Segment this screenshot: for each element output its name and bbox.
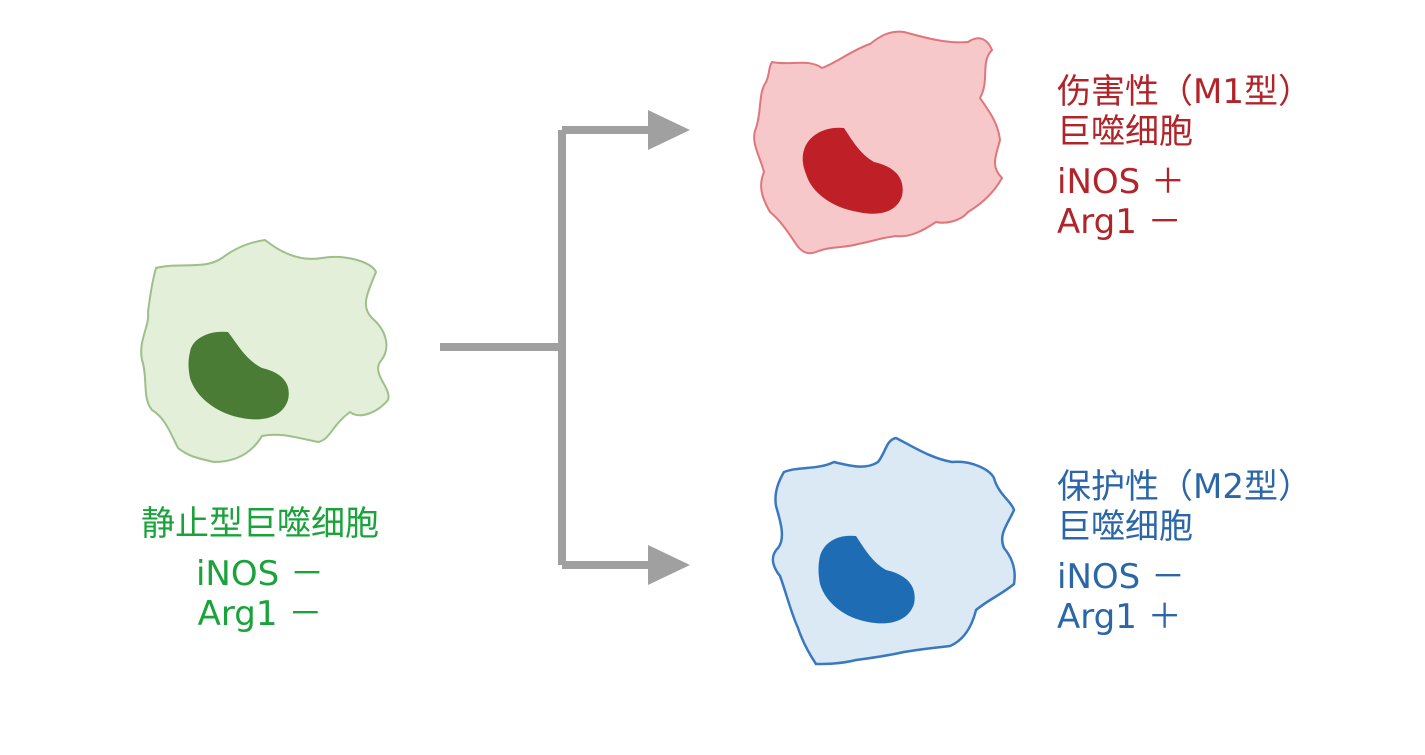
m1-name-line1: 伤害性（M1型） [1057,72,1312,112]
m1-name-line2: 巨噬细胞 [1057,112,1193,153]
m2-cell-body [771,436,1016,666]
resting-label-group: 静止型巨噬细胞 iNOS － Arg1 － [90,504,430,634]
m2-name-line2: 巨噬细胞 [1057,507,1193,548]
m1-nucleus [802,127,903,214]
m1-arg1-marker: Arg1 － [1057,202,1182,243]
resting-inos-marker: iNOS － [195,554,325,595]
m2-arg1-marker: Arg1 ＋ [1057,597,1182,638]
m1-label-group: 伤害性（M1型） 巨噬细胞 iNOS ＋ Arg1 － [1057,72,1312,242]
resting-name: 静止型巨噬细胞 [141,504,379,544]
resting-macrophage [140,238,390,464]
branch-arrows [440,110,690,585]
arrow-lower-head [648,545,690,585]
m2-label-group: 保护性（M2型） 巨噬细胞 iNOS － Arg1 ＋ [1057,467,1312,637]
arrow-upper-head [648,110,690,150]
m2-inos-marker: iNOS － [1057,557,1186,598]
m2-macrophage [771,436,1016,666]
m1-macrophage [753,30,1004,255]
m1-cell-body [753,30,1004,255]
m2-name-line1: 保护性（M2型） [1057,467,1312,507]
m1-inos-marker: iNOS ＋ [1057,162,1186,203]
resting-nucleus [188,331,289,420]
resting-cell-body [140,238,390,464]
resting-arg1-marker: Arg1 － [197,594,323,635]
m2-nucleus [818,535,915,624]
